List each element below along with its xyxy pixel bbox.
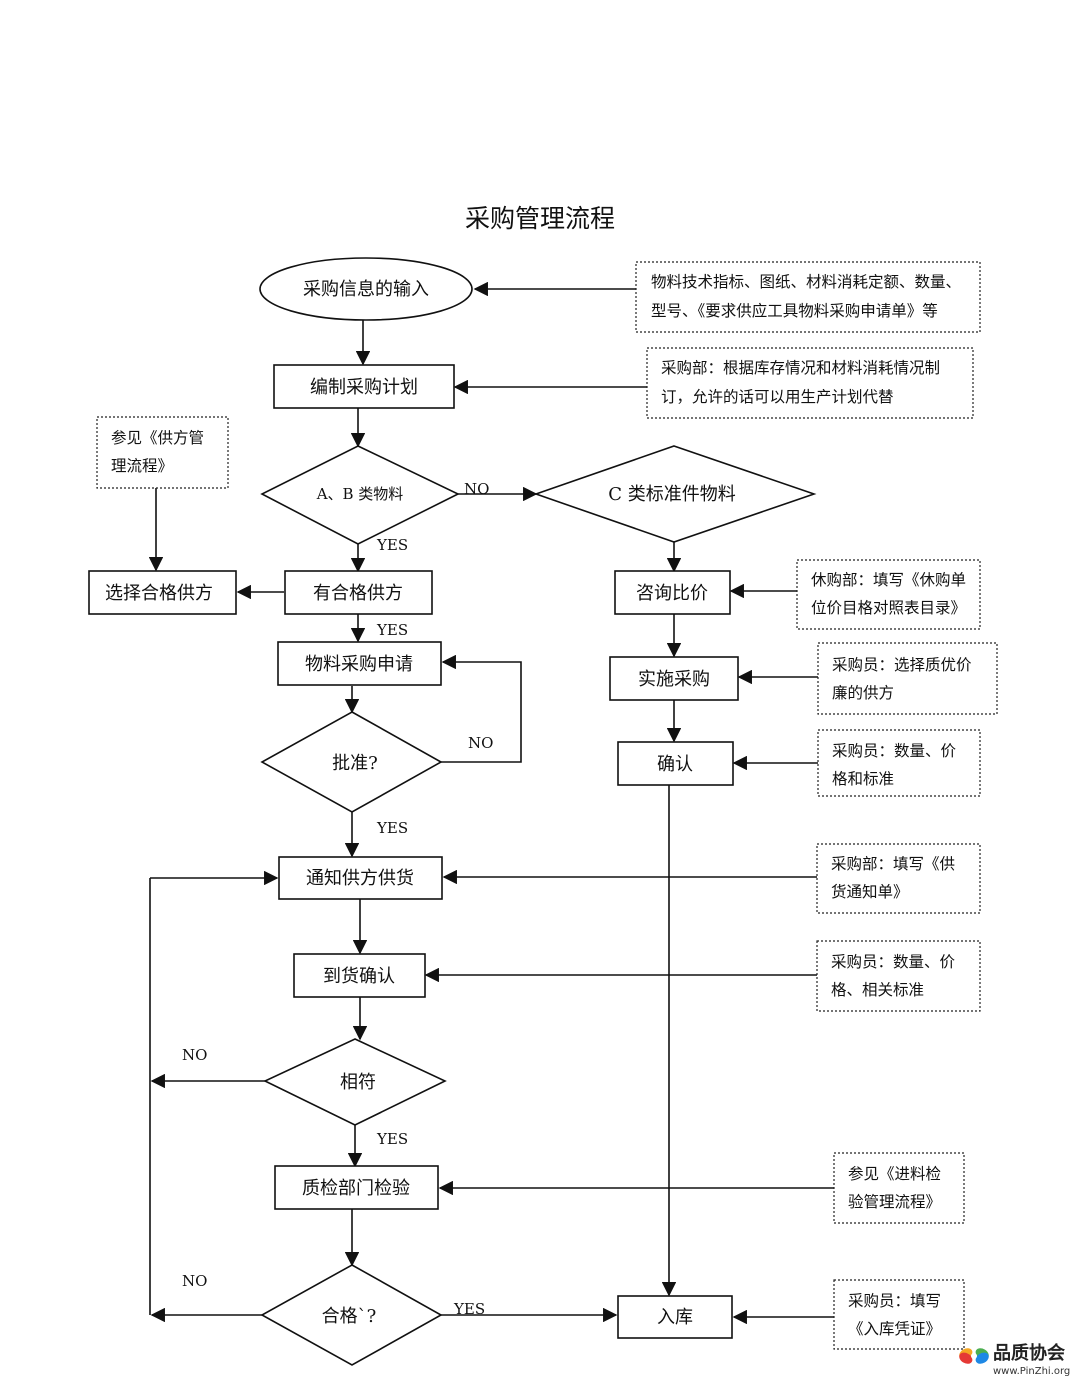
note-notify-line1: 采购部：填写《供 [831, 855, 955, 873]
note-confirm-box [817, 729, 981, 797]
note-confirm-line1: 采购员：数量、价 [832, 742, 957, 760]
note-implement-line1: 采购员：选择质优价 [832, 656, 972, 674]
note-supplier-line2: 理流程》 [111, 457, 173, 475]
note-warehouse-line1: 采购员：填写 [848, 1292, 941, 1310]
label-no-c: NO [464, 480, 489, 498]
node-confirm-label: 确认 [657, 754, 693, 775]
brand-url: www.PinZhi.org [993, 1366, 1070, 1377]
node-select-supplier-box [88, 570, 237, 615]
note-warehouse-box [833, 1279, 965, 1350]
note-supplier-line1: 参见《供方管 [111, 429, 204, 447]
node-has-supplier-label: 有合格供方 [313, 583, 403, 604]
node-request-label: 物料采购申请 [305, 654, 413, 675]
node-approve-diamond [260, 711, 443, 813]
node-arrival-label: 到货确认 [323, 966, 395, 987]
node-request-box [277, 641, 442, 686]
node-notify-label: 通知供方供货 [306, 868, 414, 889]
node-implement-label: 实施采购 [638, 669, 710, 690]
node-input-ellipse [259, 257, 473, 321]
arrow-approve-no-loop [441, 654, 522, 763]
node-match-diamond [263, 1038, 447, 1126]
connectors [148, 281, 834, 1325]
note-arrival-box [816, 940, 981, 1012]
note-notify-line2: 货通知单》 [831, 883, 909, 901]
page-title: 采购管理流程 [465, 204, 615, 233]
note-input-line1: 物料技术指标、图纸、材料消耗定额、数量、 [651, 273, 961, 291]
node-qualified-label: 合格`? [322, 1306, 377, 1327]
flower-logo-icon [959, 1348, 989, 1364]
note-inquiry-line2: 位价目格对照表目录》 [811, 599, 966, 617]
label-yes-approve: YES [376, 819, 408, 837]
note-arrival-line2: 格、相关标准 [831, 981, 924, 999]
note-plan-box [646, 347, 974, 419]
node-arrival-box [293, 953, 426, 998]
node-warehouse-label: 入库 [657, 1307, 693, 1328]
note-qc-box [833, 1152, 965, 1224]
note-qc-line2: 验管理流程》 [848, 1193, 941, 1211]
note-implement-box [817, 642, 998, 715]
node-inquiry-label: 咨询比价 [636, 583, 708, 604]
node-notify-box [278, 856, 443, 900]
node-warehouse-box [617, 1295, 733, 1339]
node-select-supplier-label: 选择合格供方 [105, 583, 213, 604]
label-yes-ab: YES [376, 536, 408, 554]
note-implement-line2: 廉的供方 [832, 684, 894, 702]
node-has-supplier-box [284, 570, 433, 615]
node-plan-box [273, 364, 455, 409]
node-ab-diamond [260, 445, 460, 545]
node-c-diamond [533, 445, 817, 543]
note-plan-line2: 订，允许的话可以用生产计划代替 [661, 388, 894, 406]
note-input-line2: 型号、《要求供应工具物料采购申请单》等 [651, 301, 938, 320]
note-notify-box [816, 843, 981, 914]
note-qc-line1: 参见《进料检 [848, 1165, 941, 1183]
node-input-label: 采购信息的输入 [303, 279, 429, 300]
node-qc-box [274, 1165, 439, 1210]
note-warehouse-line2: 《入库凭证》 [848, 1320, 941, 1338]
brand-name: 品质协会 [993, 1342, 1065, 1364]
node-confirm-box [617, 741, 734, 786]
node-qc-label: 质检部门检验 [302, 1178, 410, 1199]
label-yes-supplier: YES [376, 621, 408, 639]
note-inquiry-line1: 休购部：填写《休购单 [811, 571, 966, 589]
label-no-qualified: NO [182, 1272, 207, 1290]
node-qualified-diamond [260, 1264, 443, 1366]
label-no-approve: NO [468, 734, 493, 752]
label-no-match: NO [182, 1046, 207, 1064]
note-input-box [635, 261, 981, 333]
node-approve-label: 批准? [332, 753, 378, 774]
label-yes-match: YES [376, 1130, 408, 1148]
note-confirm-line2: 格和标准 [832, 770, 894, 788]
node-c-label: C 类标准件物料 [608, 484, 736, 505]
node-inquiry-box [614, 570, 731, 615]
brand-logo: 品质协会 www.PinZhi.org [959, 1342, 1070, 1377]
label-yes-qualified: YES [453, 1300, 485, 1318]
note-supplier-box [96, 416, 229, 489]
node-match-label: 相符 [340, 1072, 376, 1093]
node-plan-label: 编制采购计划 [310, 377, 418, 398]
node-ab-label: A、B 类物料 [316, 485, 404, 503]
node-implement-box [609, 656, 739, 701]
note-plan-line1: 采购部：根据库存情况和材料消耗情况制 [661, 359, 940, 377]
note-inquiry-box [796, 559, 981, 630]
note-arrival-line1: 采购员：数量、价 [831, 953, 956, 971]
